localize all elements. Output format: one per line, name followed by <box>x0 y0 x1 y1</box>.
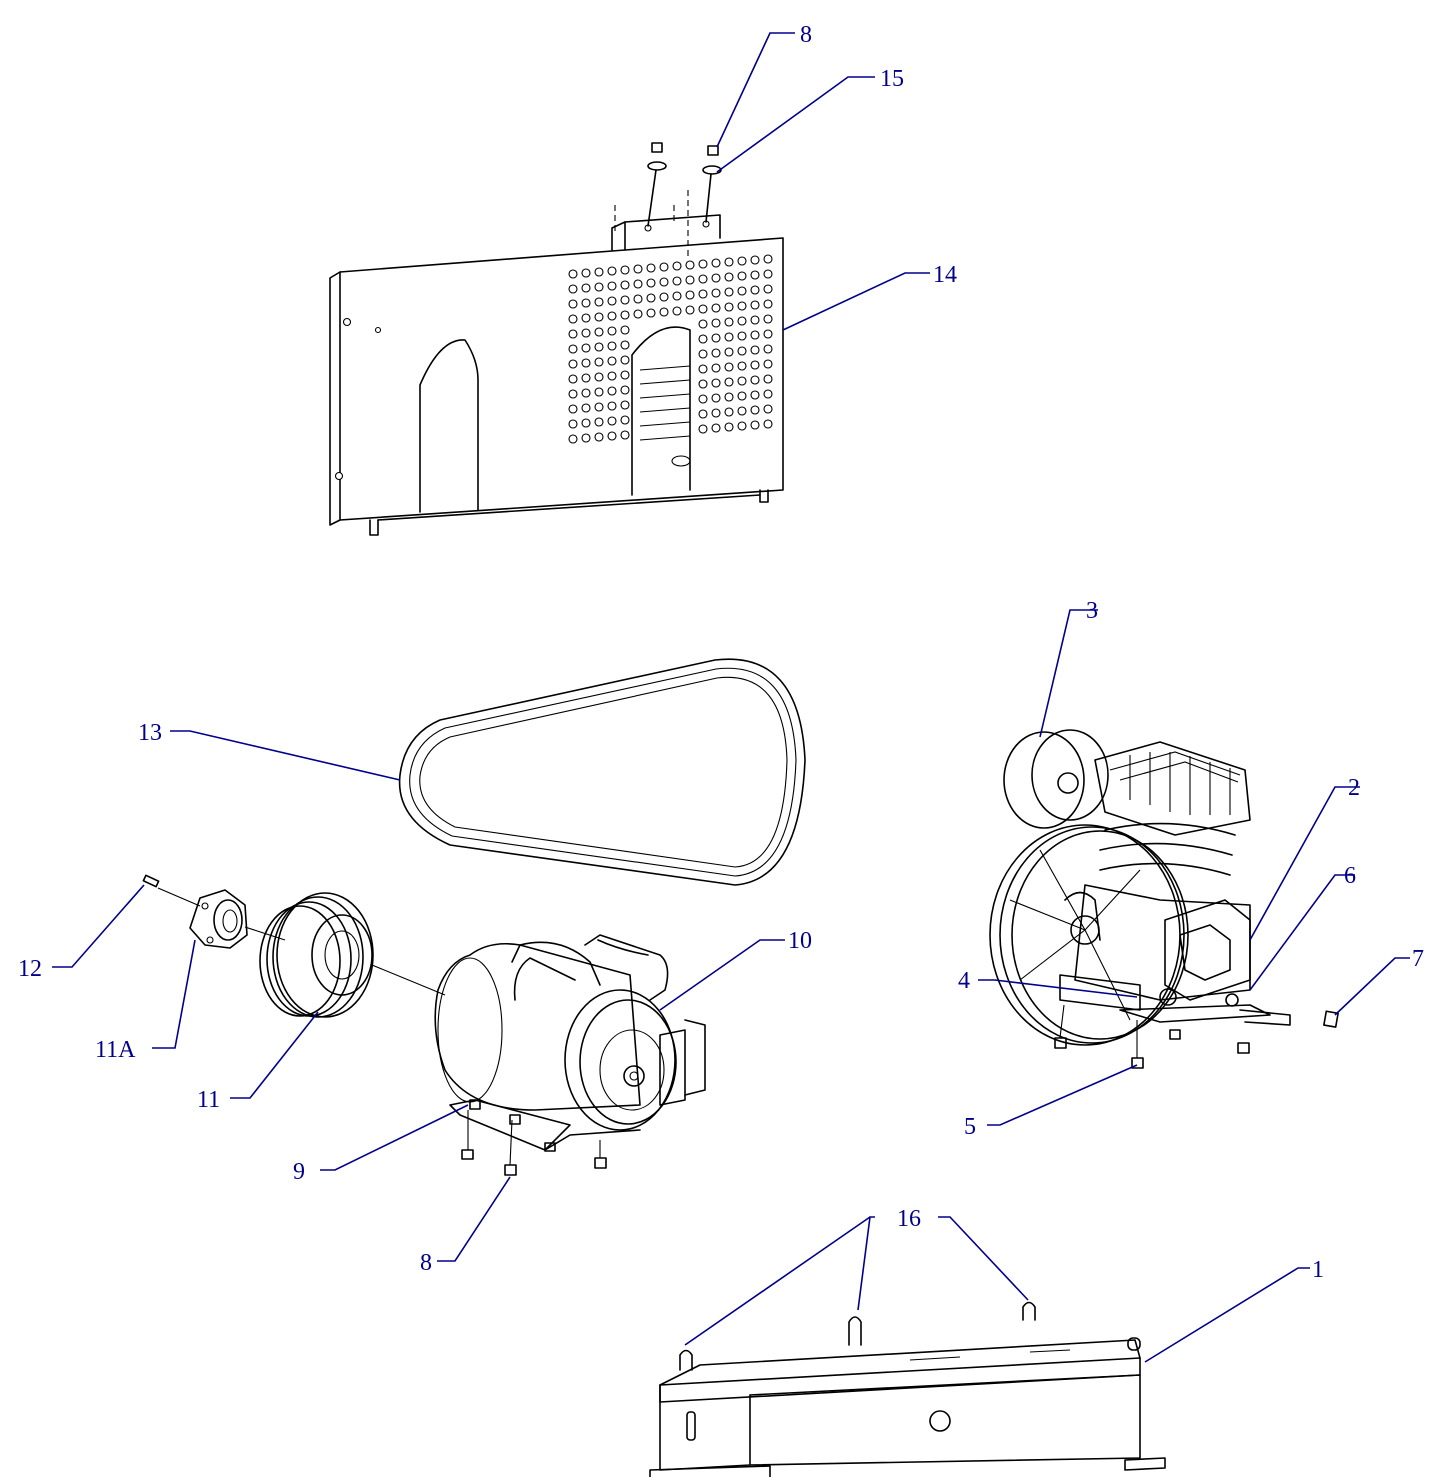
callout-2: 2 <box>1348 775 1360 801</box>
motor-mount-nuts <box>461 1099 607 1176</box>
guard-bracket <box>611 190 721 258</box>
callout-7: 7 <box>1412 946 1424 972</box>
ventilation-holes <box>568 254 773 444</box>
callout-labels: 8 15 14 3 2 13 6 10 4 7 12 11A 11 5 9 16… <box>18 22 1424 1283</box>
leader-lines <box>52 32 1410 1363</box>
callout-4: 4 <box>958 968 970 994</box>
callout-5: 5 <box>964 1114 976 1140</box>
callout-9: 9 <box>293 1159 305 1185</box>
shaft-key <box>142 874 201 907</box>
callout-6: 6 <box>1344 863 1356 889</box>
compressor-pump <box>989 729 1339 1069</box>
callout-10: 10 <box>788 928 812 954</box>
callout-15: 15 <box>880 66 904 92</box>
callout-1: 1 <box>1312 1257 1324 1283</box>
callout-11a: 11A <box>95 1037 136 1063</box>
callout-11: 11 <box>197 1087 220 1113</box>
pulley-bushing <box>189 889 286 949</box>
callout-16: 16 <box>897 1206 921 1232</box>
callout-8-top: 8 <box>800 22 812 48</box>
electric-motor <box>434 934 706 1151</box>
callout-13: 13 <box>138 720 162 746</box>
callout-14: 14 <box>933 262 957 288</box>
bracket-bolts <box>647 142 722 227</box>
belt-guard <box>329 237 784 536</box>
motor-pulley <box>259 892 446 1018</box>
v-belt <box>398 658 806 886</box>
callout-8-bottom: 8 <box>420 1250 432 1276</box>
callout-3: 3 <box>1086 598 1098 624</box>
callout-12: 12 <box>18 956 42 982</box>
rubber-feet <box>679 1301 1036 1371</box>
base-frame <box>649 1337 1166 1477</box>
